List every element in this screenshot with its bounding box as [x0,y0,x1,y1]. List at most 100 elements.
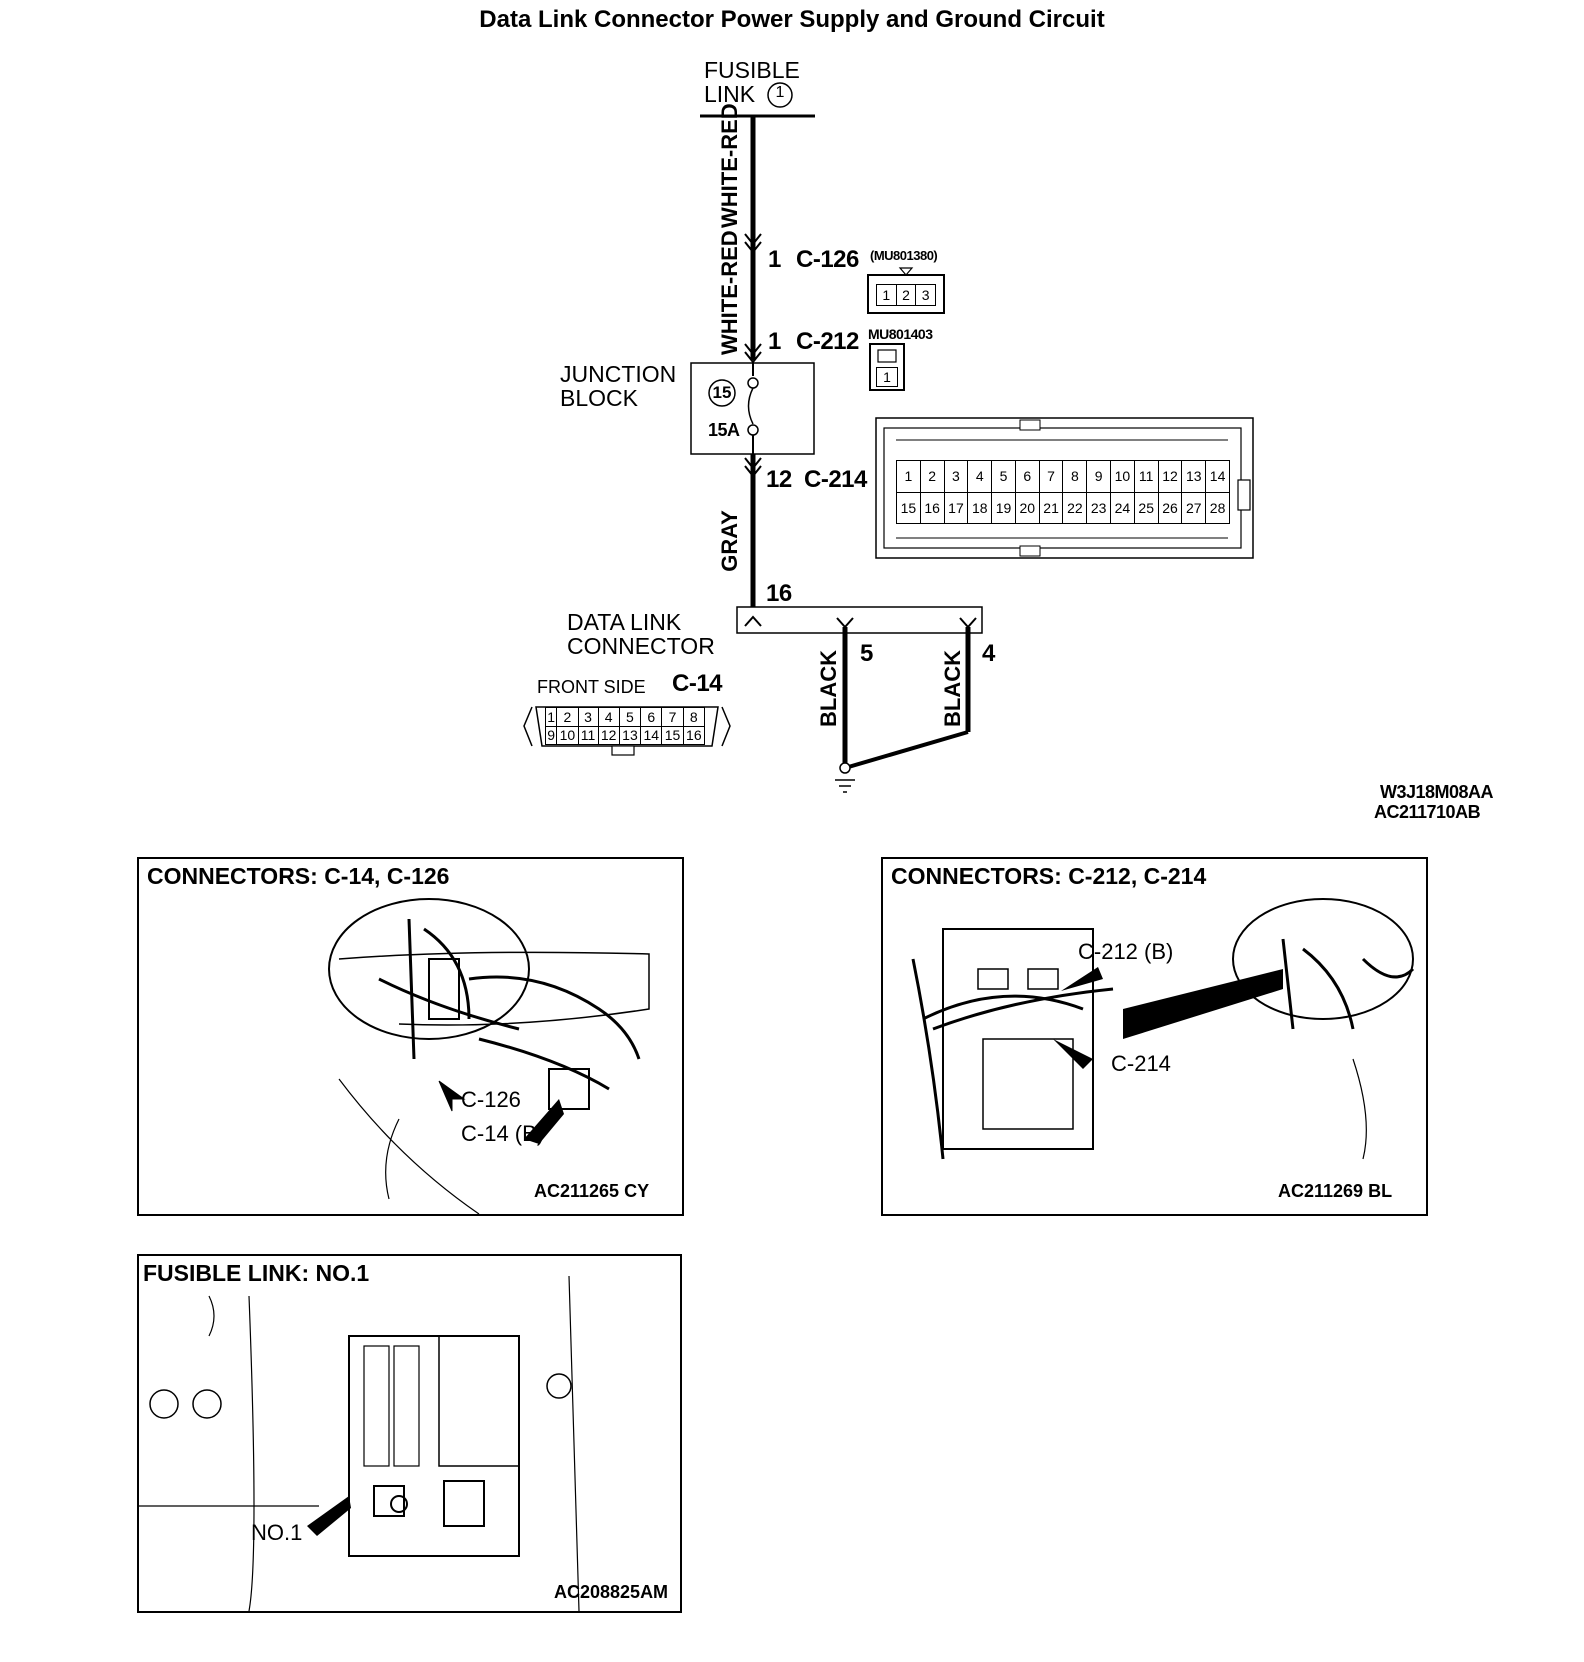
c14-pin-cell: 4 [597,707,620,727]
junction-block-illustration [911,898,1415,1160]
dlc-pin-5: 5 [860,640,873,667]
c214-pin-cell: 27 [1181,491,1207,524]
wire-label-black-1: BLACK [816,650,841,727]
c214-pin-grid: 1 2 3 4 5 6 7 8 9 10 11 12 13 14 15 16 1… [896,460,1230,524]
c214-pin-cell: 9 [1086,460,1112,493]
wire-label-white-red-1: WHITE-RED [717,103,742,228]
callout-arrow-no1 [307,1496,351,1536]
connector-arrow-c126 [744,233,762,254]
c14-pin-cell: 15 [661,725,684,745]
c214-pin: 12 [766,466,792,493]
panel-fusible-link: FUSIBLE LINK: NO.1 NO.1 AC208825AM [137,1254,682,1613]
c214-label: C-214 [804,466,867,493]
c14-pin-cell: 11 [577,725,599,745]
c14-pin-cell: 12 [597,725,620,745]
c14-pin-cell: 13 [618,725,642,745]
c126-pin-cell: 3 [915,284,936,306]
c214-pin-cell: 24 [1110,491,1135,524]
fuse-rating: 15A [708,420,740,440]
dlc-bar [736,606,983,634]
fuse-icon [747,387,754,425]
callout-arrow-c14 [524,1099,564,1144]
callout-arrow-c126 [438,1080,466,1112]
ground-icon [839,762,851,774]
c14-pin-cell: 5 [618,707,642,727]
connector-arrow-c212 [744,343,762,364]
c212-label: C-212 [796,328,859,355]
c212-part-number: MU801403 [868,326,933,342]
junction-block-label: JUNCTION [560,361,677,387]
c14-pin-cell: 14 [640,725,663,745]
callout-c214: C-214 [1111,1051,1171,1076]
callout-c14: C-14 (B) [461,1121,545,1146]
c214-pin-cell: 20 [1014,491,1040,524]
dlc-pin-4: 4 [982,640,995,667]
fuse-number: 15 [712,383,732,402]
c14-front-side-label: FRONT SIDE [537,677,646,697]
c214-pin-cell: 1 [896,460,921,493]
callout-no1: NO.1 [251,1520,303,1545]
c214-pin-cell: 7 [1038,460,1064,493]
c214-pin-cell: 10 [1110,460,1135,493]
c214-pin-cell: 6 [1014,460,1040,493]
c126-part-number: (MU801380) [870,248,938,263]
c126-pin-cell: 1 [876,284,897,306]
dlc-pin-16: 16 [766,580,792,607]
c14-pin-cell: 6 [640,707,663,727]
panel-code: AC211269 BL [1278,1181,1393,1201]
diagram-code-1: W3J18M08AA [1380,782,1494,802]
callout-arrow-c214 [1053,1039,1093,1069]
c214-pin-cell: 28 [1205,491,1230,524]
c214-pin-cell: 18 [967,491,993,524]
pointer-wedge [1123,969,1283,1039]
c14-pin-cell: 3 [577,707,599,727]
dlc-label-line2: CONNECTOR [567,633,715,659]
panel-title: CONNECTORS: C-14, C-126 [147,863,450,889]
c14-pin-cell: 9 [544,725,558,745]
c214-pin-cell: 14 [1205,460,1230,493]
c126-pin: 1 [768,246,781,273]
fusible-link-number: 1 [775,84,785,101]
c14-pin-cell: 2 [556,707,579,727]
c214-pin-cell: 5 [991,460,1016,493]
c212-pin: 1 [768,328,781,355]
c14-pin-cell: 8 [682,707,706,727]
c214-pin-cell: 4 [967,460,993,493]
fusible-link-number-circle [767,82,793,108]
c214-pin-cell: 23 [1086,491,1112,524]
c14-pin-cell: 1 [544,707,558,727]
junction-block-label-line2: BLOCK [560,385,638,411]
c214-pin-cell: 26 [1157,491,1183,524]
callout-c212: C-212 (B) [1078,939,1174,964]
panel-title: CONNECTORS: C-212, C-214 [891,863,1207,889]
c14-label: C-14 [672,670,723,697]
c214-pin-cell: 15 [896,491,921,524]
wire-label-black-2: BLACK [940,650,965,727]
fuse-number-circle [708,379,736,407]
c214-pin-cell: 8 [1062,460,1088,493]
c214-pin-cell: 19 [991,491,1016,524]
c214-pin-cell: 16 [919,491,945,524]
dashboard-illustration [328,898,650,1214]
c212-pin-grid: 1 [876,367,898,387]
c14-pin-cell: 10 [556,725,579,745]
c14-pin-cell: 7 [661,707,684,727]
c14-pin-grid: 1 2 3 4 5 6 7 8 9 10 11 12 13 14 15 16 [544,707,706,745]
c214-pin-cell: 3 [943,460,969,493]
engine-bay-illustration [139,1275,580,1611]
wire-label-gray: GRAY [717,510,742,572]
c214-pin-cell: 21 [1038,491,1064,524]
c214-pin-cell: 17 [943,491,969,524]
dlc-label: DATA LINK [567,609,682,635]
c14-pin-cell: 16 [682,725,706,745]
c212-pin-cell: 1 [876,367,898,387]
c214-pin-cell: 2 [919,460,945,493]
c214-pin-cell: 25 [1133,491,1159,524]
panel-title: FUSIBLE LINK: NO.1 [143,1260,370,1286]
fusible-link-label: FUSIBLE [704,57,800,83]
panel-connectors-c212-c214: CONNECTORS: C-212, C-214 C-212 (B) C-214… [881,857,1428,1216]
c214-pin-cell: 12 [1157,460,1183,493]
circuit-diagram [523,82,1254,793]
c214-pin-cell: 11 [1133,460,1159,493]
c214-pin-cell: 13 [1181,460,1207,493]
